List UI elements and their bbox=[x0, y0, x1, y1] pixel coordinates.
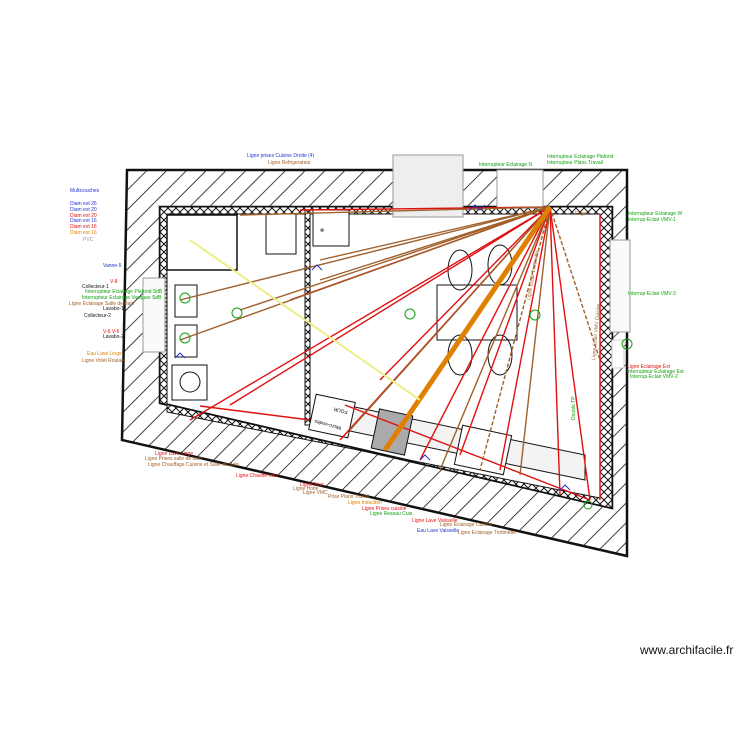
washbasin-1 bbox=[174, 284, 198, 318]
shower bbox=[166, 214, 238, 271]
plan-label: Multicouches bbox=[70, 188, 100, 194]
plan-label: PVC bbox=[83, 237, 94, 243]
plan-label: Eau Lave Linge bbox=[87, 351, 122, 357]
dining-table bbox=[436, 284, 518, 341]
cooktop bbox=[453, 424, 513, 476]
plan-label: Ligne Lave Vaisselle bbox=[412, 518, 458, 524]
plan-label: Diam ext 16 bbox=[70, 224, 97, 230]
electrical-lines bbox=[179, 205, 601, 501]
plan-label: Ligne Eclairage Salle de Bain bbox=[69, 301, 135, 307]
right-labels: Interrupteur Eclairage W Interrup-Eclair… bbox=[627, 211, 684, 380]
plan-label: Lavabo-2 bbox=[103, 334, 124, 340]
bathroom-partition bbox=[304, 209, 311, 426]
window-top-2 bbox=[496, 169, 544, 209]
plan-label: Diam ext 20 bbox=[70, 213, 97, 219]
door-opening bbox=[611, 339, 625, 369]
toilet bbox=[265, 213, 297, 255]
svg-text:✻: ✻ bbox=[320, 228, 324, 234]
inner-label: Double TP bbox=[571, 396, 577, 420]
plan-label: Diam ext 26 bbox=[70, 201, 97, 207]
left-labels: Vanne-5 V-8 Collecteur-1 Interrupteur Ec… bbox=[69, 263, 163, 364]
window-right bbox=[609, 239, 631, 333]
fridge bbox=[312, 209, 350, 247]
plan-label: Ligne Eclairage Cuisine bbox=[440, 522, 493, 528]
watermark[interactable]: www.archifacile.fr bbox=[640, 643, 734, 657]
bottom-labels: Ligne Lave Linge Ligne Prises salle de b… bbox=[145, 451, 516, 536]
plan-label: Interrupteur Plans Travail bbox=[547, 160, 603, 166]
washbasin-2 bbox=[174, 324, 198, 358]
plan-label: Ligne Lave Linge bbox=[155, 451, 193, 457]
plan-label: Ligne Reseau Cuis. bbox=[370, 511, 414, 517]
inner-label: Ligne Eclair VMV Cuisine bbox=[591, 303, 602, 360]
plan-label: Interrupteur Eclairage Ext bbox=[627, 369, 684, 375]
plan-label: Ligne Chauffe-eau bbox=[236, 473, 277, 479]
plan-label: Ligne Induction bbox=[348, 500, 382, 506]
plan-label: Prise Plans Travail bbox=[328, 494, 369, 500]
plan-label: Ligne Volet Roulant bbox=[82, 358, 126, 364]
oven bbox=[308, 393, 356, 439]
plan-label: V-8 bbox=[110, 279, 118, 285]
plan-label: Ligne Four bbox=[300, 482, 324, 488]
plan-label: Eau Lave Vaisselle bbox=[417, 528, 459, 534]
plan-label: Interrup-Eclair VMV-2 bbox=[630, 374, 678, 380]
washing-machine bbox=[171, 364, 208, 401]
plan-label: Ligne prises Cuisine Droite (4) bbox=[247, 153, 315, 159]
plan-label: Vanne-5 bbox=[103, 263, 122, 269]
plan-label: Interrup-Eclair VMV-3 bbox=[628, 291, 676, 297]
oven-label: FOUR bbox=[333, 405, 349, 415]
plumbing-symbols bbox=[174, 204, 571, 491]
plan-label: Collecteur-2 bbox=[84, 313, 111, 319]
plan-label: Collecteur-1 bbox=[82, 284, 109, 290]
plan-label: Interrupteur Eclairage W bbox=[628, 211, 682, 217]
plan-label: Ligne Prises cuisine bbox=[362, 506, 407, 512]
top-labels: Ligne prises Cuisine Droite (4) Ligne Re… bbox=[247, 153, 614, 168]
plan-label: Diam ext 20 bbox=[70, 207, 97, 213]
plan-label: Ligne Refrigerateur bbox=[268, 160, 311, 166]
plan-label: Ligne Eclairage Ext bbox=[627, 364, 671, 370]
plan-label: Ligne VMC bbox=[303, 490, 328, 496]
window-top bbox=[392, 154, 464, 218]
switch-symbols bbox=[179, 292, 633, 510]
plan-label: Diam ext 16 bbox=[70, 230, 97, 236]
plan-label: Interrupteur Eclairage Plafond bbox=[547, 154, 614, 160]
fridge-label: Frigo bbox=[575, 211, 587, 217]
plan-label: Interrupteur Eclairage N bbox=[479, 162, 532, 168]
plan-label: Lavabo-1 bbox=[103, 306, 124, 312]
plan-label: Diam ext 16 bbox=[70, 218, 97, 224]
plan-label: Ligne Prises salle de bain bbox=[145, 456, 202, 462]
plan-label: Ligne Eclairage Trottinette bbox=[458, 530, 516, 536]
plan-label: Ligne Hotte bbox=[293, 486, 319, 492]
plan-label: Interrupteur Eclairage Vasques SdB bbox=[82, 295, 162, 301]
pipe-legend: Multicouches Diam ext 26 Diam ext 20 Dia… bbox=[70, 188, 100, 243]
plan-label: Interrup-Eclair VMV-1 bbox=[628, 217, 676, 223]
plan-label: Interrupteur Eclairage Plafond SdB bbox=[85, 289, 163, 295]
window-left bbox=[142, 277, 166, 353]
plan-label: Ligne Chauffage Cuisine et Salle de Bain bbox=[148, 462, 239, 468]
plan-label: V-6 V-6 bbox=[103, 329, 120, 335]
